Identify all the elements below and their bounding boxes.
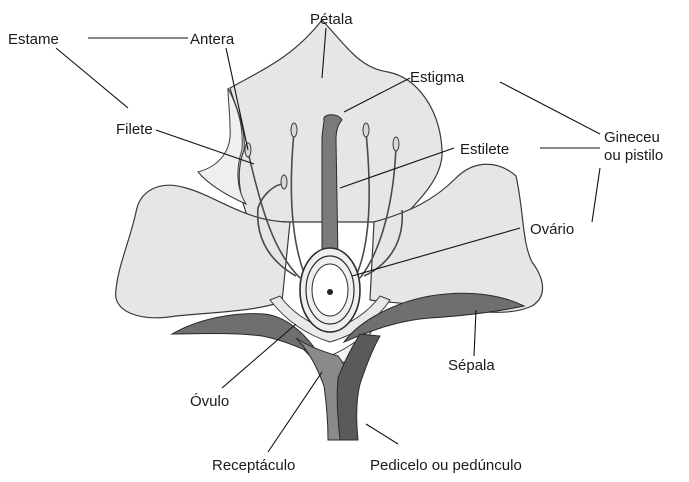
ovule <box>327 289 333 295</box>
label-petala: Pétala <box>310 11 353 28</box>
label-pistilo: ou pistilo <box>604 147 663 164</box>
anther-3 <box>363 123 369 137</box>
leader-receptaculo <box>268 372 322 452</box>
label-ovario: Ovário <box>530 221 574 238</box>
label-gineceu: Gineceu <box>604 129 660 146</box>
label-receptaculo: Receptáculo <box>212 457 295 474</box>
leader-gineceu-ovario <box>592 168 600 222</box>
anther-4 <box>393 137 399 151</box>
label-antera: Antera <box>190 31 235 48</box>
label-ovulo: Óvulo <box>190 393 229 410</box>
pedicel <box>296 334 380 440</box>
label-estilete: Estilete <box>460 141 509 158</box>
anther-5 <box>281 175 287 189</box>
leader-gineceu-estigma <box>500 82 600 134</box>
label-estigma: Estigma <box>410 69 465 86</box>
label-estame: Estame <box>8 31 59 48</box>
leader-estame <box>56 48 128 108</box>
label-sepala: Sépala <box>448 357 495 374</box>
label-pedicelo: Pedicelo ou pedúnculo <box>370 457 522 474</box>
label-filete: Filete <box>116 121 153 138</box>
anther-2 <box>291 123 297 137</box>
leader-sepala <box>474 310 476 356</box>
leader-pedicelo <box>366 424 398 444</box>
